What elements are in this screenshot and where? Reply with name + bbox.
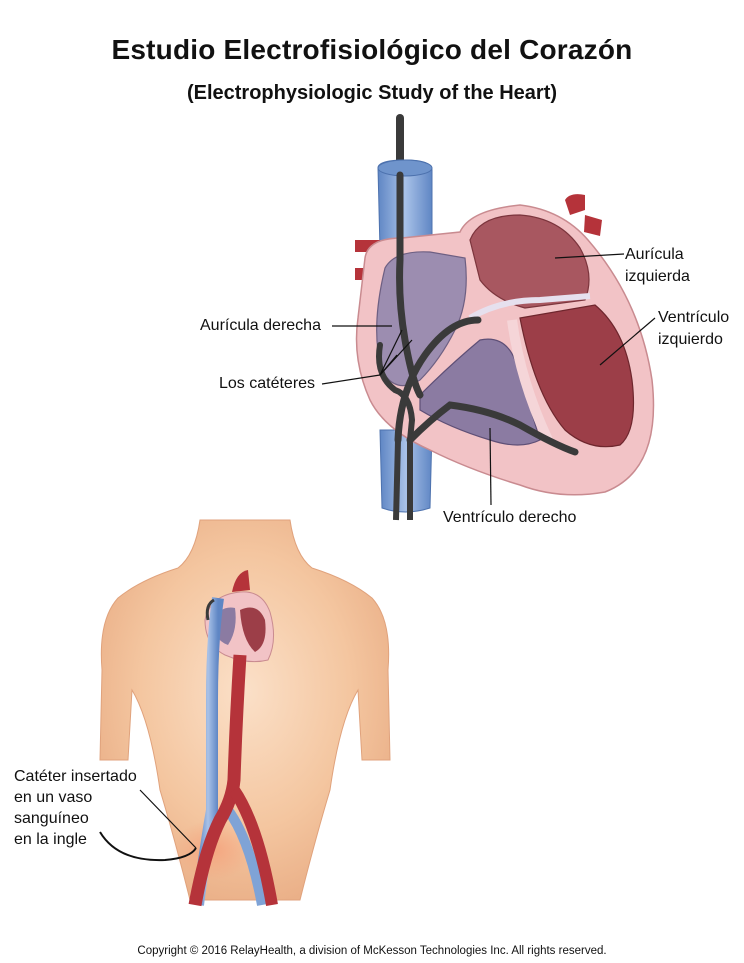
- catheter-high-right-atrium: [396, 171, 424, 399]
- label-left-atrium-line1: Aurícula: [625, 246, 684, 263]
- aorta-stub-2: [584, 215, 602, 236]
- valve-ring: [468, 293, 591, 321]
- catheter-bottom-1: [393, 439, 401, 521]
- label-groin-line4: en la ingle: [14, 831, 87, 848]
- label-right-atrium: Aurícula derecha: [200, 317, 321, 334]
- heart-cross-section: [355, 114, 655, 521]
- artery-right: [228, 786, 278, 907]
- vein-branch: [223, 807, 267, 906]
- small-catheter: [205, 598, 215, 621]
- label-groin-line1: Catéter insertado: [14, 768, 137, 785]
- label-groin-line3: sanguíneo: [14, 810, 89, 827]
- label-catheters: Los catéteres: [219, 375, 316, 392]
- label-left-ventricle-line2: izquierdo: [658, 331, 723, 348]
- page-subtitle: (Electrophysiologic Study of the Heart): [186, 82, 558, 104]
- left-ventricle-chamber: [519, 304, 635, 448]
- label-left-ventricle-line1: Ventrículo: [658, 309, 730, 326]
- small-heart-left: [240, 607, 266, 652]
- copyright-notice: Copyright © 2016 RelayHealth, a division…: [137, 945, 607, 957]
- page-title: Estudio Electrofisiológico del Corazón: [111, 34, 633, 65]
- vena-cava-opening: [377, 159, 433, 177]
- label-right-ventricle: Ventrículo derecho: [443, 509, 577, 526]
- small-aorta: [232, 570, 250, 592]
- label-left-atrium-line2: izquierda: [625, 268, 690, 285]
- leader-lines-torso: [99, 789, 197, 862]
- catheter-low-right-atrium: [376, 342, 416, 443]
- catheter-right-ventricle: [406, 401, 579, 456]
- aorta-stub-1: [565, 194, 585, 215]
- torso-body: [99, 519, 391, 901]
- label-groin-line2: en un vaso: [14, 789, 93, 806]
- catheter-his: [394, 316, 482, 444]
- torso: [99, 519, 391, 907]
- septum: [507, 319, 553, 443]
- leader-lines-heart: [321, 253, 656, 506]
